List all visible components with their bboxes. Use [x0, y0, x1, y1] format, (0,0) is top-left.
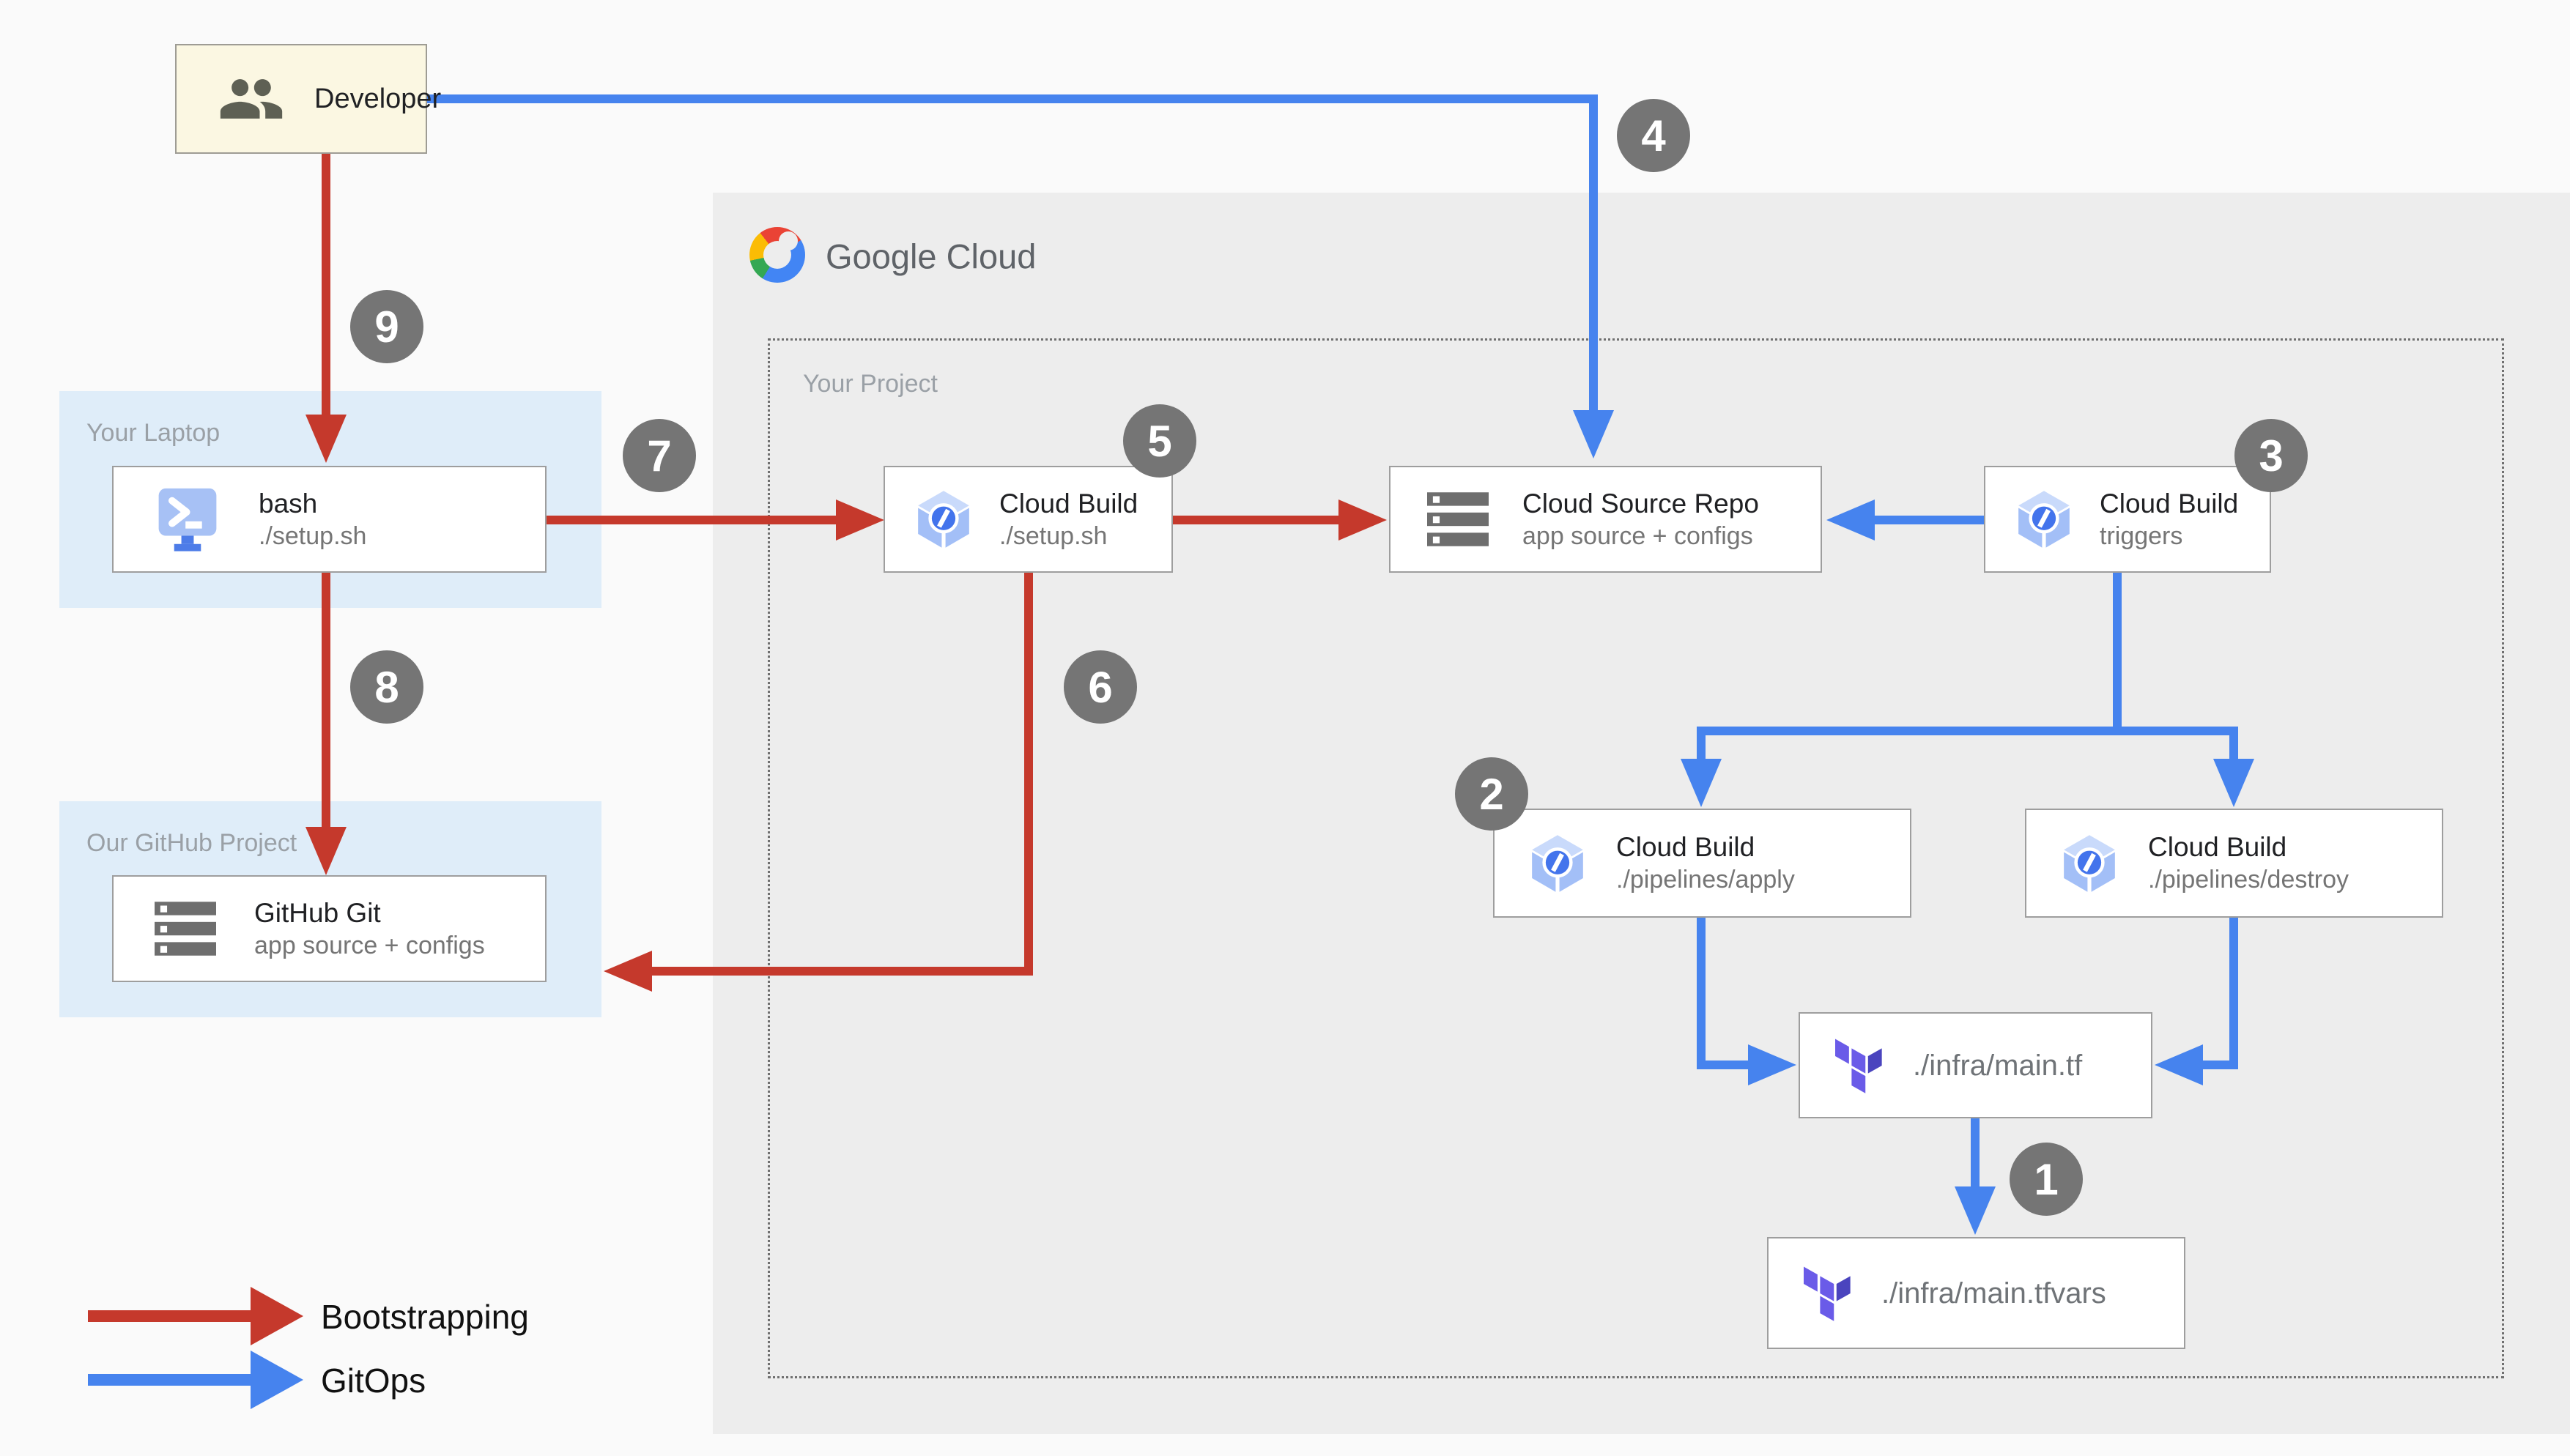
arrow-destroy-down	[2229, 918, 2238, 1069]
github-git-subtitle: app source + configs	[254, 931, 485, 959]
your-project-label: Your Project	[803, 370, 938, 398]
arrowhead-developer-to-laptop	[305, 415, 347, 463]
step-badge-6: 6	[1064, 650, 1137, 724]
terminal-icon	[155, 486, 221, 552]
cloud-build-setup-title: Cloud Build	[999, 488, 1138, 519]
arrow-apply-down	[1697, 918, 1706, 1069]
legend-gitops-arrow	[88, 1374, 252, 1386]
node-infra-main-tfvars: ./infra/main.tfvars	[1767, 1237, 2185, 1349]
cloud-build-icon	[1527, 834, 1588, 893]
cloud-build-destroy-subtitle: ./pipelines/destroy	[2148, 866, 2349, 894]
node-bash: bash ./setup.sh	[112, 466, 547, 573]
step-badge-5: 5	[1123, 404, 1196, 478]
arrowhead-triggers-to-repo	[1826, 499, 1875, 541]
terraform-icon	[1835, 1037, 1884, 1094]
google-cloud-icon	[749, 227, 805, 283]
arrowhead-maintf-to-tfvars	[1955, 1186, 1996, 1235]
arrow-split-left-down	[1697, 727, 1706, 760]
arrow-apply-right	[1701, 1061, 1749, 1069]
legend-bootstrapping-label: Bootstrapping	[321, 1298, 529, 1336]
arrow-bash-to-cloudbuild	[547, 516, 840, 524]
terraform-icon	[1804, 1265, 1852, 1322]
arrowhead-developer-to-repo	[1573, 410, 1614, 458]
cloud-build-triggers-title: Cloud Build	[2100, 488, 2239, 519]
cloud-build-destroy-title: Cloud Build	[2148, 832, 2287, 863]
arrowhead-laptop-to-github	[305, 827, 347, 875]
arrow-triggers-down	[2113, 573, 2122, 735]
arrow-developer-right	[427, 94, 1598, 103]
infra-main-tf-label: ./infra/main.tf	[1913, 1049, 2083, 1082]
arrow-split-horizontal	[1697, 727, 2238, 735]
cloud-build-apply-title: Cloud Build	[1616, 832, 1755, 863]
cloud-source-repo-subtitle: app source + configs	[1522, 521, 1753, 550]
cloud-source-repo-title: Cloud Source Repo	[1522, 488, 1759, 519]
your-laptop-label: Your Laptop	[86, 419, 221, 447]
developer-people-icon	[218, 65, 285, 133]
arrow-laptop-to-github	[322, 573, 330, 827]
legend-gitops-label: GitOps	[321, 1362, 426, 1400]
step-badge-2: 2	[1455, 757, 1528, 831]
arrowhead-destroy-to-maintf	[2155, 1044, 2203, 1085]
step-badge-3: 3	[2234, 419, 2308, 492]
arrow-split-right-down	[2229, 727, 2238, 760]
step-badge-7: 7	[623, 419, 696, 492]
repository-server-icon	[155, 902, 216, 956]
github-git-title: GitHub Git	[254, 897, 381, 928]
cloud-build-icon	[2013, 490, 2075, 549]
node-cloud-build-triggers: Cloud Build triggers	[1984, 466, 2271, 573]
cloud-build-triggers-subtitle: triggers	[2100, 521, 2183, 550]
arrow-developer-down	[1589, 94, 1598, 412]
infra-main-tfvars-label: ./infra/main.tfvars	[1881, 1277, 2106, 1310]
arrow-cloudbuild-to-repo	[1173, 516, 1340, 524]
arrow-destroy-left	[2201, 1061, 2238, 1069]
arrowhead-to-destroy	[2213, 759, 2254, 807]
arrow-developer-to-laptop	[322, 154, 330, 415]
arrow-triggers-to-repo	[1875, 516, 1984, 524]
node-cloud-build-apply: Cloud Build ./pipelines/apply	[1493, 809, 1911, 918]
google-cloud-wordmark: Google Cloud	[826, 237, 1037, 276]
arrow-maintf-down	[1971, 1118, 1980, 1188]
node-cloud-build-destroy: Cloud Build ./pipelines/destroy	[2025, 809, 2443, 918]
node-infra-main-tf: ./infra/main.tf	[1799, 1012, 2152, 1118]
bash-title: bash	[259, 488, 318, 519]
repository-server-icon	[1427, 492, 1489, 546]
arrow-setup-down	[1024, 573, 1033, 976]
arrowhead-setup-to-github	[604, 951, 652, 992]
legend-bootstrapping-arrow	[88, 1310, 252, 1322]
legend-gitops-arrowhead	[251, 1351, 303, 1409]
step-badge-8: 8	[350, 650, 423, 724]
cloud-build-icon	[2059, 834, 2120, 893]
step-badge-9: 9	[350, 290, 423, 363]
arrow-setup-to-github	[651, 967, 1033, 976]
legend-bootstrapping-arrowhead	[251, 1287, 303, 1345]
step-badge-4: 4	[1617, 99, 1690, 172]
cloud-build-setup-subtitle: ./setup.sh	[999, 521, 1108, 550]
node-cloud-build-setup: Cloud Build ./setup.sh	[884, 466, 1173, 573]
node-developer: Developer	[175, 44, 441, 154]
node-github-git: GitHub Git app source + configs	[112, 875, 547, 982]
arrowhead-bash-to-cloudbuild	[836, 499, 884, 541]
cloud-build-icon	[913, 490, 974, 549]
arrowhead-apply-to-maintf	[1748, 1044, 1796, 1085]
google-cloud-logo: Google Cloud	[749, 227, 1057, 286]
developer-label: Developer	[314, 83, 442, 114]
bash-subtitle: ./setup.sh	[259, 521, 367, 550]
arrowhead-cloudbuild-to-repo	[1338, 499, 1387, 541]
cloud-build-apply-subtitle: ./pipelines/apply	[1616, 866, 1795, 894]
your-project-area	[768, 338, 2504, 1378]
node-cloud-source-repo: Cloud Source Repo app source + configs	[1389, 466, 1822, 573]
github-project-label: Our GitHub Project	[86, 829, 297, 857]
step-badge-1: 1	[2010, 1143, 2083, 1216]
arrowhead-to-apply	[1681, 759, 1722, 807]
